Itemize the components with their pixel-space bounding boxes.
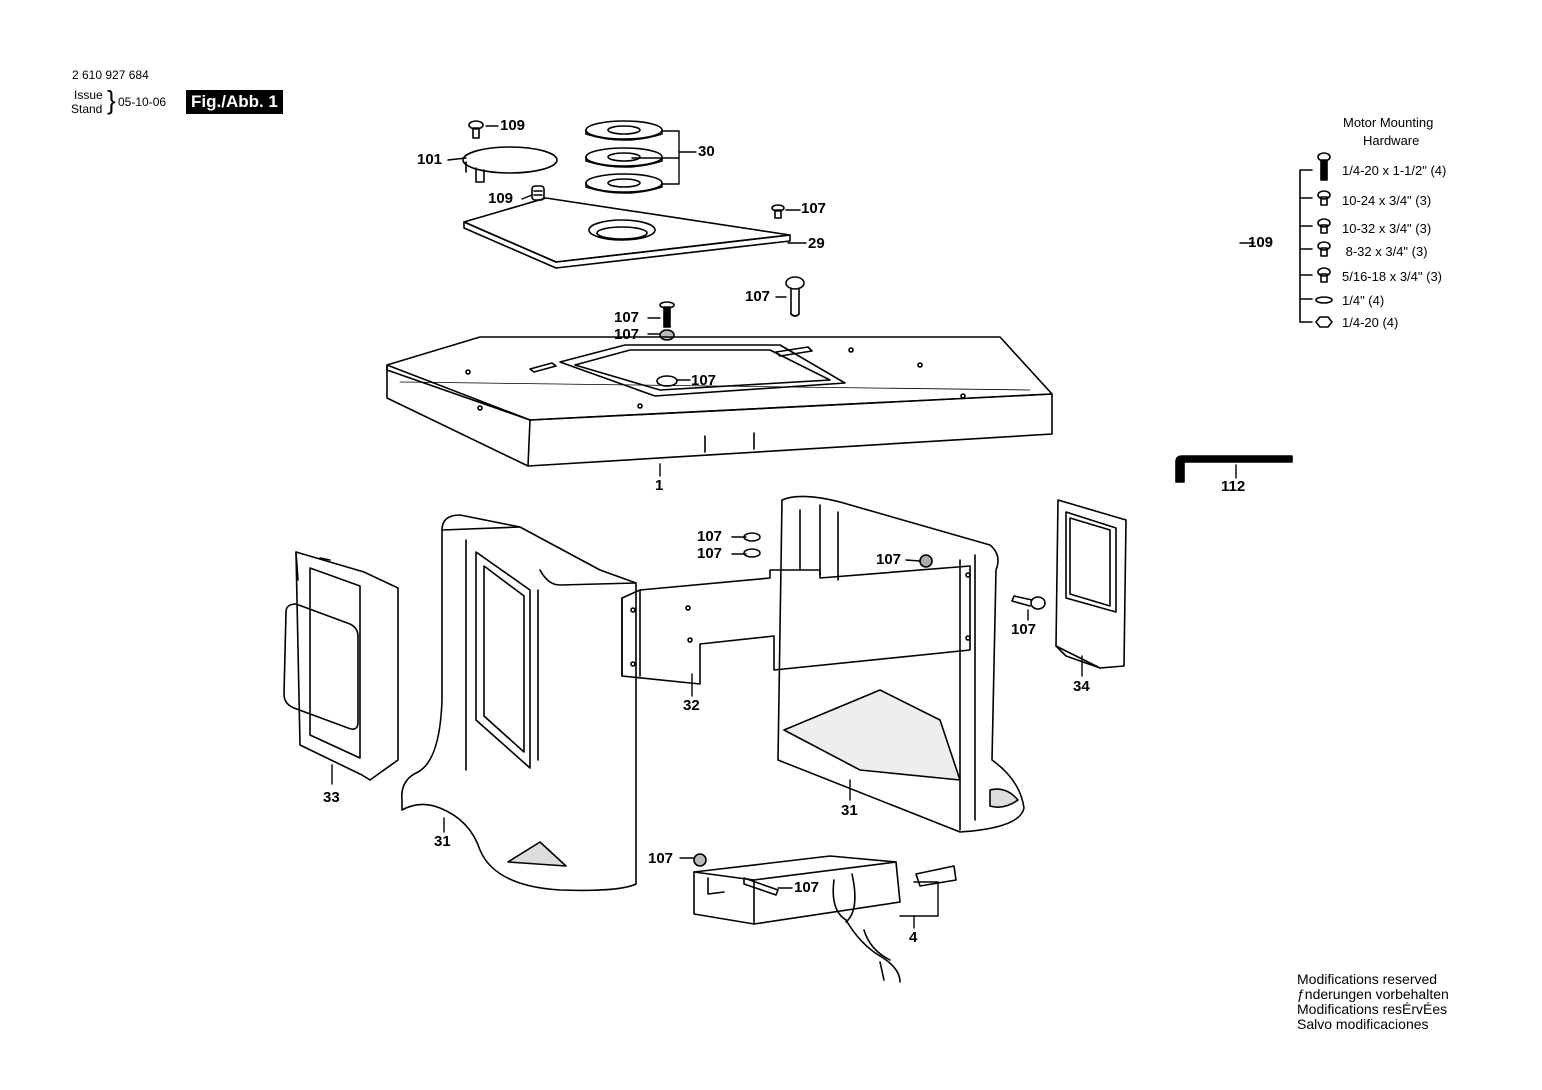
callout-107: 107: [697, 545, 723, 562]
disc-101-drawing: [462, 146, 558, 183]
hardware-subtitle: Hardware: [1363, 133, 1420, 148]
leader-lines: [331, 125, 1255, 929]
callout-33: 33: [323, 789, 340, 806]
callout-107: 107: [1011, 621, 1037, 638]
hardware-item: 5/16-18 x 3/4" (3): [1342, 269, 1443, 284]
right-leg-31-drawing: [777, 495, 1025, 833]
hardware-item: 10-24 x 3/4" (3): [1342, 193, 1432, 208]
figure-badge: Fig./Abb. 1: [186, 90, 283, 114]
hardware-item: 10-32 x 3/4" (3): [1342, 221, 1432, 236]
callout-107: 107: [745, 288, 771, 305]
left-leg-31-drawing: [401, 514, 637, 892]
callout-107: 107: [648, 850, 674, 867]
knob-109-drawing: [531, 185, 545, 201]
issue-date: 05-10-06: [118, 95, 167, 109]
panel-34-drawing: [1055, 499, 1127, 669]
hardware-title: Motor Mounting: [1343, 115, 1434, 130]
callout-112: 112: [1221, 478, 1246, 495]
callout-31: 31: [841, 802, 858, 819]
insert-plate-29-drawing: [463, 197, 791, 269]
hardware-item: 8-32 x 3/4" (3): [1342, 244, 1428, 259]
callout-107: 107: [801, 200, 827, 217]
hardware-bracket-drawing: [1299, 152, 1333, 328]
callout-107: 107: [691, 372, 717, 389]
callout-107: 107: [614, 326, 640, 343]
leg-fasteners-107-drawing: [919, 554, 1046, 610]
modifications-note: Modifications resÉrvÉes: [1297, 1001, 1448, 1017]
hardware-item: 1/4" (4): [1342, 293, 1385, 308]
callout-107: 107: [876, 551, 902, 568]
callout-107: 107: [614, 309, 640, 326]
screw-109-drawing: [468, 120, 484, 139]
issue-brace: }: [107, 85, 116, 115]
callout-1: 1: [655, 477, 664, 494]
rings-30-drawing: [585, 120, 663, 194]
callout-29: 29: [808, 235, 825, 252]
callout-32: 32: [683, 697, 700, 714]
screw-washer-107-drawing: [659, 301, 675, 341]
switch-box-4-drawing: [693, 853, 957, 983]
callout-4: 4: [909, 929, 918, 946]
callout-109: 109: [500, 117, 526, 134]
modifications-note: Modifications reserved: [1297, 971, 1438, 987]
hardware-item: 1/4-20 (4): [1342, 315, 1399, 330]
issue-label: Issue: [74, 88, 103, 102]
hardware-group-label: 109: [1248, 234, 1274, 251]
part-number: 2 610 927 684: [72, 68, 149, 82]
callout-31: 31: [434, 833, 451, 850]
callout-107: 107: [697, 528, 723, 545]
callout-34: 34: [1073, 678, 1090, 695]
bolt-107-drawing: [785, 276, 805, 317]
hardware-item: 1/4-20 x 1-1/2" (4): [1342, 163, 1447, 178]
clip-107-drawing: [743, 532, 761, 558]
screw-107-plate-drawing: [771, 204, 785, 219]
panel-33-drawing: [283, 551, 399, 781]
callout-30: 30: [698, 143, 715, 160]
callout-107: 107: [794, 879, 820, 896]
stand-label: Stand: [71, 102, 103, 116]
table-top-1-drawing: [386, 336, 1053, 467]
callout-109: 109: [488, 190, 514, 207]
hex-key-112-drawing: [1175, 455, 1293, 483]
modifications-note: Salvo modificaciones: [1297, 1016, 1429, 1032]
callout-101: 101: [417, 151, 443, 168]
modifications-note: ƒnderungen vorbehalten: [1297, 986, 1449, 1002]
brace-32-drawing: [621, 565, 971, 685]
